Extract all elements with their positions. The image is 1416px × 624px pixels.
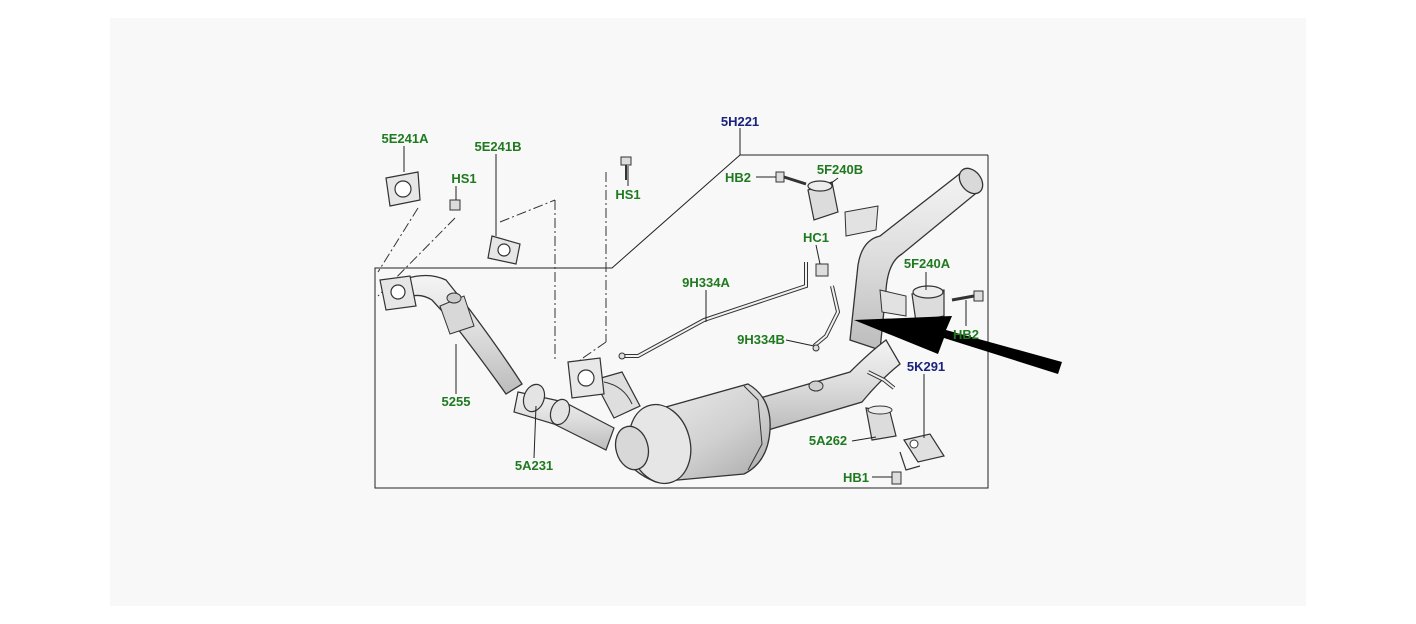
label-bolt-top: HB2	[725, 170, 751, 185]
label-group-bracket: 5K291	[907, 359, 945, 374]
label-clamp: 5A231	[515, 458, 553, 473]
sensor-pipes	[618, 262, 841, 360]
bracket-5k291	[899, 433, 945, 471]
label-pipe-lower: 9H334B	[737, 332, 785, 347]
bolt-top	[775, 171, 807, 186]
mid-pipe	[759, 339, 901, 431]
label-bolt-bottom: HB1	[843, 470, 869, 485]
clip-hc1	[815, 263, 829, 277]
label-leaders	[403, 128, 967, 478]
hanger-5a262	[865, 405, 897, 441]
diagram-background	[110, 18, 1306, 606]
flex-section	[513, 383, 615, 451]
gasket-5e241a	[385, 171, 421, 207]
stud-right	[620, 156, 632, 180]
label-gasket-a: 5E241A	[382, 131, 430, 146]
downpipe-inlet	[567, 357, 641, 419]
label-clip: HC1	[803, 230, 829, 245]
tail-pipe	[844, 167, 984, 351]
stud-left	[449, 199, 461, 211]
gasket-5e241b	[487, 235, 521, 265]
label-mount-right: 5F240A	[904, 256, 951, 271]
catalytic-converter	[614, 383, 771, 485]
bolt-bottom	[891, 471, 902, 485]
label-stud-right: HS1	[615, 187, 640, 202]
label-pipe-upper: 9H334A	[682, 275, 730, 290]
bolt-right	[951, 290, 984, 302]
label-mount-top: 5F240B	[817, 162, 863, 177]
label-gasket-b: 5E241B	[475, 139, 522, 154]
label-front-pipe: 5255	[442, 394, 471, 409]
label-group-main: 5H221	[721, 114, 759, 129]
mount-5f240b	[807, 180, 839, 221]
mount-5f240a	[911, 285, 945, 323]
pointer-arrow-icon	[854, 316, 1062, 374]
front-pipe	[379, 274, 523, 395]
label-hanger: 5A262	[809, 433, 847, 448]
label-stud-left: HS1	[451, 171, 476, 186]
label-bolt-right: HB2	[953, 327, 979, 342]
